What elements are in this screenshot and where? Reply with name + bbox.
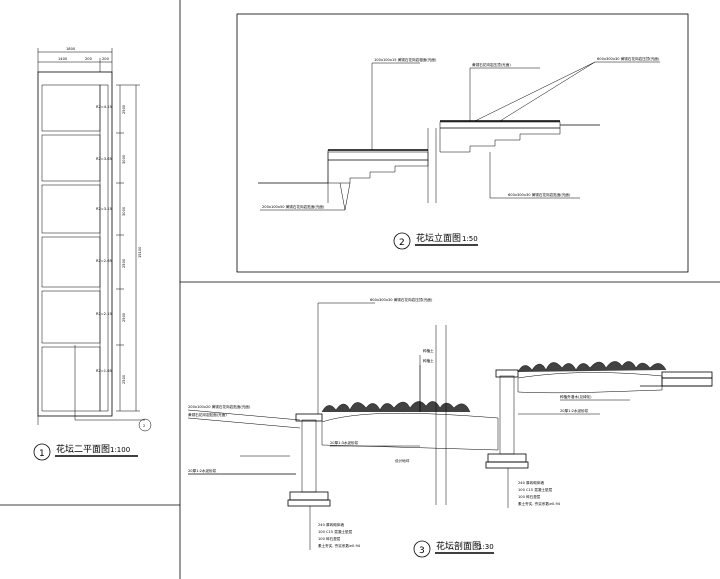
svg-text:100 C15 混凝土垫层: 100 C15 混凝土垫层: [318, 529, 353, 534]
section-scale: 1:30: [478, 543, 494, 551]
plan-top-dims: 1800 1400 200 200: [37, 47, 113, 72]
elev-label-top-left: 100x100x15 黄锈石花岗岩粗面(光面): [374, 57, 437, 62]
plan-title-number: 1: [39, 449, 45, 459]
section-label-soil2: 种植土: [423, 358, 434, 363]
section-title-number: 3: [419, 546, 425, 556]
plan-side-dim-2: 3000: [122, 154, 126, 164]
plan-level-1: R2=4.15: [96, 105, 112, 109]
elev-label-top-mid: 黄锈石花岗岩压顶(光面): [472, 62, 511, 67]
svg-text:240 厚砖砌体墙: 240 厚砖砌体墙: [518, 480, 544, 485]
section-label-grade-left: 20厚1:2水泥砂浆: [188, 468, 217, 473]
section-label-plant: 种植乔灌木(见绿化): [560, 394, 592, 399]
plan-drawing: 1800 1400 200 200 2500 3000 3000 2500 25…: [33, 47, 152, 461]
plan-side-dims: 2500 3000 3000 2500 2500 2500 15100: [116, 84, 142, 412]
svg-text:素土夯实, 夯实系数≥0.94: 素土夯实, 夯实系数≥0.94: [518, 501, 561, 506]
section-left-wall: [301, 419, 317, 493]
section-label-design: 设计地坪: [395, 458, 410, 463]
plan-dim-top: 1800: [66, 47, 76, 51]
elev-label-top-right: 600x300x30 黄锈石花岗岩压顶(光面): [597, 56, 660, 61]
plan-dim-mid: 1400: [58, 57, 68, 61]
elevation-title: 花坛立面图: [416, 232, 461, 244]
plan-title: 花坛二平面图: [56, 443, 110, 455]
plan-level-4: R2=2.65: [96, 259, 112, 263]
section-label-left1: 200x100x20 黄锈石花岗岩贴面(光面): [188, 404, 251, 409]
section-right-wall: [499, 375, 515, 455]
svg-text:100 C15 混凝土垫层: 100 C15 混凝土垫层: [518, 487, 553, 492]
svg-text:100 碎石垫层: 100 碎石垫层: [518, 494, 541, 499]
section-label-left2: 黄锈石花岗岩贴面(光面): [188, 412, 227, 417]
plan-side-dim-6: 2500: [122, 374, 126, 384]
section-layers-right: 240 厚砖砌体墙 100 C15 混凝土垫层 100 碎石垫层 素土夯实, 夯…: [518, 480, 561, 506]
elevation-title-circle: [393, 232, 411, 250]
plan-level-6: R2=1.65: [96, 369, 112, 373]
plan-side-dim-4: 2500: [122, 258, 126, 268]
plan-side-dim-5: 2500: [122, 312, 126, 322]
plan-side-dim-3: 3000: [122, 206, 126, 216]
plan-total-dim: 15100: [138, 246, 142, 258]
elev-label-bottom-right: 600x300x30 黄锈石花岗岩贴面(光面): [508, 192, 571, 197]
plan-dim-a: 200: [85, 57, 93, 61]
plan-title-circle: [33, 443, 51, 461]
svg-text:240 厚砖砌体墙: 240 厚砖砌体墙: [318, 522, 344, 527]
section-plants-right: [517, 361, 667, 373]
section-drawing: 600x300x30 黄锈石花岗岩压顶(光面) 200x100x20 黄锈石花岗…: [187, 297, 713, 558]
plan-cells: [41, 84, 101, 412]
svg-text:100 碎石垫层: 100 碎石垫层: [318, 536, 341, 541]
plan-level-marks: R2=4.15 R2=3.65 R2=3.15 R2=2.65 R2=2.15 …: [96, 105, 112, 373]
svg-text:素土夯实, 夯实系数≥0.94: 素土夯实, 夯实系数≥0.94: [318, 543, 361, 548]
section-plants-left: [321, 401, 471, 413]
plan-level-3: R2=3.15: [96, 207, 112, 211]
section-layers-left: 240 厚砖砌体墙 100 C15 混凝土垫层 100 碎石垫层 素土夯实, 夯…: [318, 522, 361, 548]
section-label-soil1: 种植土: [423, 348, 434, 353]
plan-level-2: R2=3.65: [96, 157, 112, 161]
elev-label-bottom-left: 200x100x50 黄锈石花岗岩贴面(光面): [262, 204, 325, 209]
section-title-circle: [413, 540, 431, 558]
plan-level-5: R2=2.15: [96, 312, 112, 316]
plan-dim-b: 200: [102, 57, 110, 61]
section-label-top: 600x300x30 黄锈石花岗岩压顶(光面): [370, 297, 433, 302]
elevation-scale: 1:50: [462, 235, 478, 243]
plan-scale: 1:100: [110, 446, 130, 454]
elevation-drawing: 100x100x15 黄锈石花岗岩粗面(光面) 黄锈石花岗岩压顶(光面) 600…: [236, 13, 689, 273]
elevation-title-number: 2: [399, 238, 405, 248]
section-label-mid: 20厚1:3水泥砂浆: [330, 440, 359, 445]
section-title: 花坛剖面图: [436, 540, 481, 552]
plan-callout-number: 2: [143, 424, 145, 428]
elevation-frame: [236, 13, 689, 273]
section-label-grade-right: 20厚1:2水泥砂浆: [560, 408, 589, 413]
plan-side-dim-1: 2500: [122, 104, 126, 114]
